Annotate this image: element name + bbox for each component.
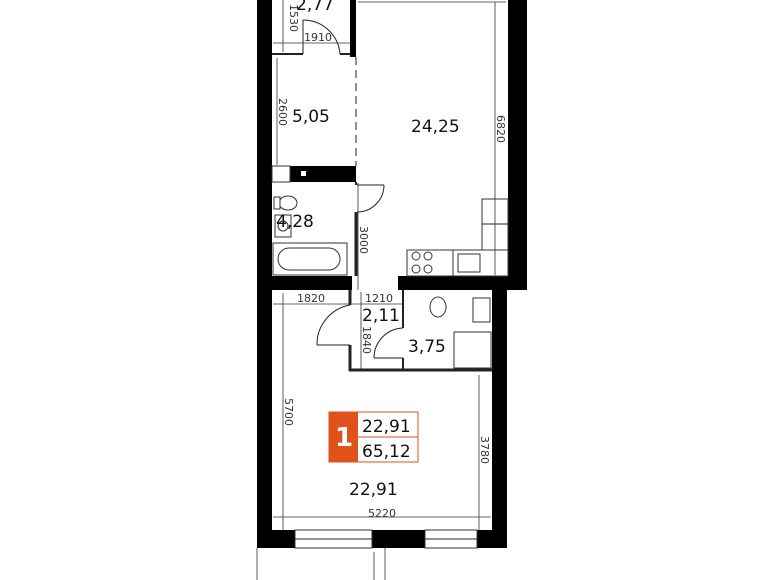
badge-room-count: 1: [335, 423, 353, 453]
room-area-bathroom: 4,28: [276, 212, 314, 232]
badge-total-area: 65,12: [362, 442, 411, 462]
dim-bath-height: 3000: [357, 226, 370, 254]
room-area-bedroom: 22,91: [349, 480, 398, 500]
dim-bedroom-right-height: 3780: [478, 436, 491, 464]
dim-bedroom-height: 5700: [282, 398, 295, 426]
dim-hall-height: 2600: [276, 98, 289, 126]
room-area-hall: 5,05: [292, 107, 330, 127]
room-area-shower-room: 3,75: [408, 337, 446, 357]
room-area-storage: 2,77: [296, 0, 334, 15]
room-area-living-kitchen: 24,25: [411, 117, 460, 137]
windows: [271, 165, 478, 549]
dimension-lines: [256, 0, 506, 580]
dim-storage-height: 1530: [287, 4, 300, 32]
dim-top-width: 3610: [370, 0, 398, 3]
room-area-corridor: 2,11: [362, 306, 400, 326]
walls: [257, 0, 527, 548]
dim-bedroom-width: 5220: [368, 507, 396, 520]
dim-bedroom-left-width: 1820: [297, 292, 325, 305]
doors: [302, 19, 404, 359]
dim-corridor-height: 1840: [360, 326, 373, 354]
badge-living-area: 22,91: [362, 417, 411, 437]
dim-corridor-width: 1210: [365, 292, 393, 305]
dim-storage-width: 1910: [304, 31, 332, 44]
dim-living-height: 6820: [494, 115, 507, 143]
apartment-badge: 1 22,91 65,12: [328, 411, 419, 463]
partitions: [272, 53, 492, 372]
